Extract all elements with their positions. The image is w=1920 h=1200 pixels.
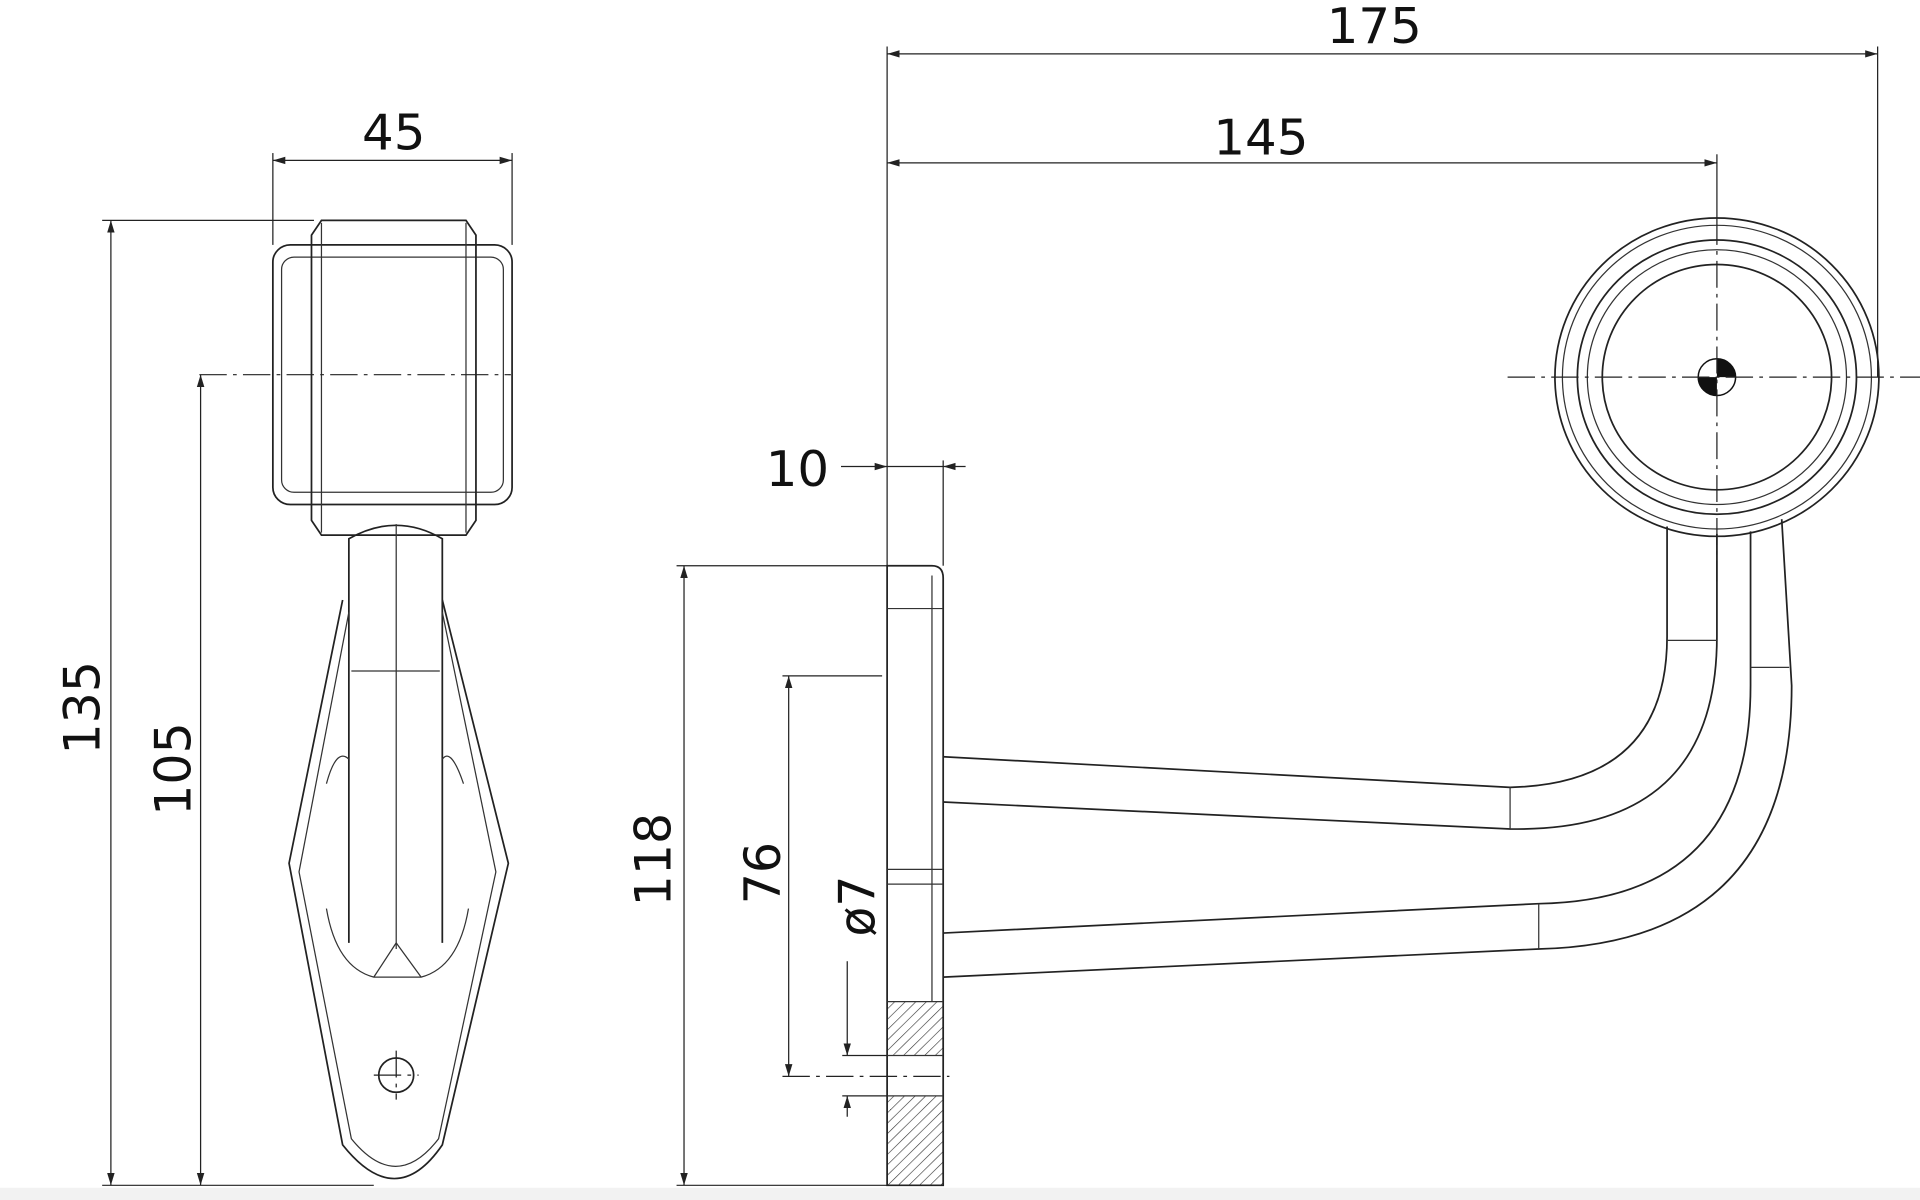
dim-135-label: 135 xyxy=(53,661,112,754)
front-view: 45 135 105 xyxy=(53,104,513,1186)
lens-body xyxy=(310,219,477,536)
mount-bracket xyxy=(288,599,510,1180)
dim-175-label: 175 xyxy=(1327,0,1422,55)
arm xyxy=(943,519,1793,978)
dim-105-label: 105 xyxy=(144,722,203,815)
dim-10-label: 10 xyxy=(766,441,829,498)
mounting-plate xyxy=(886,564,945,1187)
dim-45-label: 45 xyxy=(362,104,425,161)
bottom-strip xyxy=(0,1187,1920,1200)
lens-flange xyxy=(271,244,513,506)
side-view: 175 145 xyxy=(624,0,1920,1187)
dim-145-label: 145 xyxy=(1213,109,1308,166)
dim-o7-label: ø7 xyxy=(828,876,887,937)
lamp-lens xyxy=(1507,217,1920,582)
dim-118-label: 118 xyxy=(624,813,683,906)
dim-76-label: 76 xyxy=(734,842,793,904)
